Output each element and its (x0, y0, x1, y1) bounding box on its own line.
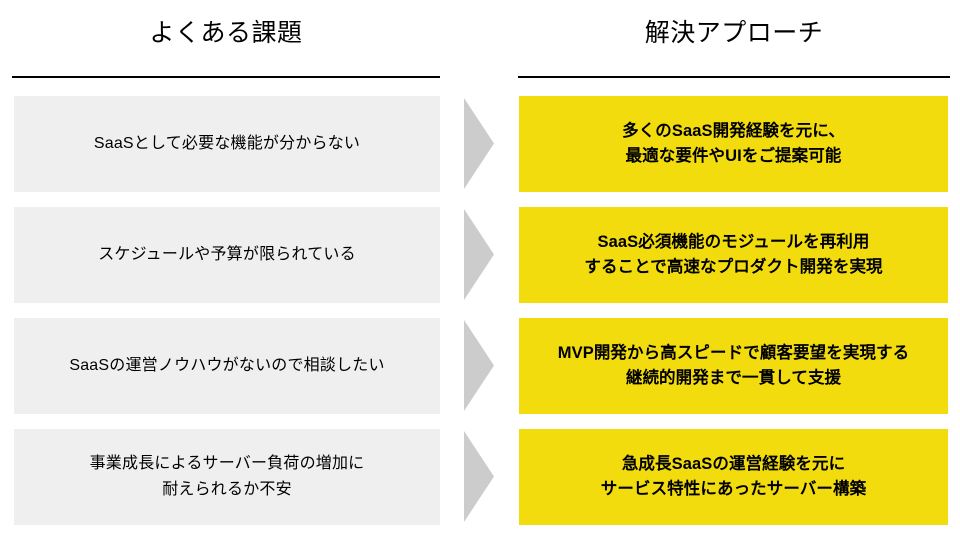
problem-card-text: 事業成長によるサーバー負荷の増加に 耐えられるか不安 (89, 455, 365, 498)
comparison-row: 事業成長によるサーバー負荷の増加に 耐えられるか不安 急成長SaaSの運営経験を… (0, 429, 960, 525)
column-header-solutions: 解決アプローチ (518, 16, 950, 78)
solutions-column-title: 解決アプローチ (644, 19, 824, 47)
solution-card-text: SaaS必須機能のモジュールを再利用 することで高速なプロダクト開発を実現 (584, 233, 883, 276)
solution-card: MVP開発から高スピードで顧客要望を実現する 継続的開発まで一貫して支援 (519, 318, 948, 414)
problem-card: 事業成長によるサーバー負荷の増加に 耐えられるか不安 (14, 429, 440, 525)
problem-card: スケジュールや予算が限られている (14, 207, 440, 303)
problems-column-title: よくある課題 (149, 19, 303, 47)
solution-card-text: 多くのSaaS開発経験を元に、 最適な要件やUIをご提案可能 (622, 122, 845, 165)
problem-card: SaaSの運営ノウハウがないので相談したい (14, 318, 440, 414)
arrow-right-triangle-icon (464, 320, 494, 411)
problems-column-divider (12, 76, 440, 78)
comparison-row: スケジュールや予算が限られている SaaS必須機能のモジュールを再利用 すること… (0, 207, 960, 303)
solution-card: 急成長SaaSの運営経験を元に サービス特性にあったサーバー構築 (519, 429, 948, 525)
solution-card-text: MVP開発から高スピードで顧客要望を実現する 継続的開発まで一貫して支援 (557, 344, 910, 387)
solution-card-text: 急成長SaaSの運営経験を元に サービス特性にあったサーバー構築 (600, 455, 867, 498)
problem-card-text: スケジュールや予算が限られている (98, 246, 356, 263)
comparison-row: SaaSの運営ノウハウがないので相談したい MVP開発から高スピードで顧客要望を… (0, 318, 960, 414)
comparison-row: SaaSとして必要な機能が分からない 多くのSaaS開発経験を元に、 最適な要件… (0, 96, 960, 192)
solutions-column-divider (518, 76, 950, 78)
problem-card: SaaSとして必要な機能が分からない (14, 96, 440, 192)
problem-card-text: SaaSとして必要な機能が分からない (93, 135, 361, 152)
solution-card: 多くのSaaS開発経験を元に、 最適な要件やUIをご提案可能 (519, 96, 948, 192)
column-header-problems: よくある課題 (12, 16, 440, 78)
problem-card-text: SaaSの運営ノウハウがないので相談したい (69, 357, 385, 374)
solution-card: SaaS必須機能のモジュールを再利用 することで高速なプロダクト開発を実現 (519, 207, 948, 303)
comparison-rows: SaaSとして必要な機能が分からない 多くのSaaS開発経験を元に、 最適な要件… (0, 96, 960, 525)
arrow-right-triangle-icon (464, 431, 494, 522)
arrow-right-triangle-icon (464, 209, 494, 300)
arrow-right-triangle-icon (464, 98, 494, 189)
